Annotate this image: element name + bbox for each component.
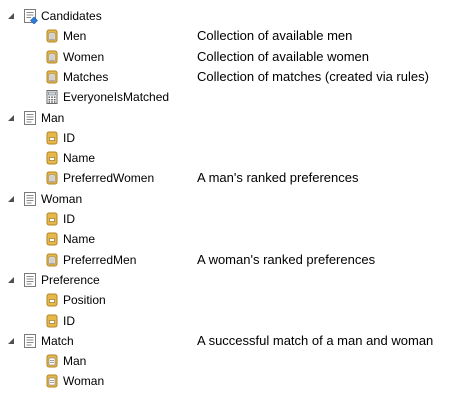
expand-toggle-icon[interactable]	[7, 276, 15, 284]
field-icon	[44, 313, 60, 329]
expand-toggle-icon[interactable]	[7, 114, 15, 122]
entity-icon	[22, 333, 38, 349]
node-label: Woman	[41, 191, 83, 206]
entity-icon	[22, 110, 38, 126]
node-label: ID	[63, 313, 75, 328]
node-description: A woman's ranked preferences	[197, 251, 376, 267]
node-description: Collection of available men	[197, 28, 353, 44]
node-women[interactable]: Women Collection of available women	[0, 47, 456, 67]
expand-toggle-icon[interactable]	[7, 337, 15, 345]
node-description: A man's ranked preferences	[197, 170, 359, 186]
node-preferred-men[interactable]: PreferredMen A woman's ranked preferences	[0, 250, 456, 270]
node-description: A successful match of a man and woman	[197, 332, 434, 348]
collection-icon	[44, 252, 60, 268]
node-man[interactable]: Man	[0, 108, 456, 128]
node-candidates[interactable]: Candidates	[0, 6, 456, 26]
node-woman[interactable]: Woman	[0, 189, 456, 209]
node-match-man[interactable]: Man	[0, 351, 456, 371]
collection-icon	[44, 28, 60, 44]
collection-icon	[44, 69, 60, 85]
node-label: Woman	[63, 374, 105, 389]
field-icon	[44, 130, 60, 146]
node-label: Preference	[41, 272, 100, 287]
node-label: Man	[63, 354, 87, 369]
node-label: Women	[63, 49, 105, 64]
node-man-id[interactable]: ID	[0, 128, 456, 148]
node-men[interactable]: Men Collection of available men	[0, 26, 456, 46]
node-label: Name	[63, 232, 96, 247]
field-icon	[44, 292, 60, 308]
field-icon	[44, 150, 60, 166]
node-description: Collection of available women	[197, 48, 369, 64]
collection-icon	[44, 170, 60, 186]
node-label: Name	[63, 151, 96, 166]
node-matches[interactable]: Matches Collection of matches (created vi…	[0, 67, 456, 87]
node-woman-id[interactable]: ID	[0, 209, 456, 229]
node-man-name[interactable]: Name	[0, 148, 456, 168]
node-woman-name[interactable]: Name	[0, 229, 456, 249]
calculator-icon	[44, 89, 60, 105]
entity-set-icon	[22, 8, 38, 25]
expand-toggle-icon[interactable]	[7, 195, 15, 203]
entity-icon	[22, 272, 38, 288]
node-everyone-is-matched[interactable]: EveryoneIsMatched	[0, 87, 456, 107]
field-icon	[44, 211, 60, 227]
entity-icon	[22, 191, 38, 207]
node-match[interactable]: Match A successful match of a man and wom…	[0, 331, 456, 351]
node-label: Position	[63, 293, 106, 308]
node-preference[interactable]: Preference	[0, 270, 456, 290]
node-label: Men	[63, 29, 87, 44]
node-label: Match	[41, 333, 74, 348]
node-label: ID	[63, 212, 75, 226]
reference-icon	[44, 353, 60, 369]
node-label: Matches	[63, 69, 109, 84]
expand-toggle-icon[interactable]	[7, 12, 15, 20]
node-label: EveryoneIsMatched	[63, 90, 170, 105]
node-label: PreferredMen	[63, 252, 137, 267]
node-match-woman[interactable]: Woman	[0, 371, 456, 391]
field-icon	[44, 231, 60, 247]
node-label: Man	[41, 110, 65, 125]
node-preference-id[interactable]: ID	[0, 311, 456, 331]
node-description: Collection of matches (created via rules…	[197, 68, 429, 84]
collection-icon	[44, 49, 60, 65]
node-label: ID	[63, 130, 75, 145]
reference-icon	[44, 373, 60, 389]
node-label: PreferredWomen	[63, 171, 155, 186]
node-preferred-women[interactable]: PreferredWomen A man's ranked preferences	[0, 168, 456, 188]
node-label: Candidates	[41, 9, 102, 23]
node-position[interactable]: Position	[0, 290, 456, 310]
